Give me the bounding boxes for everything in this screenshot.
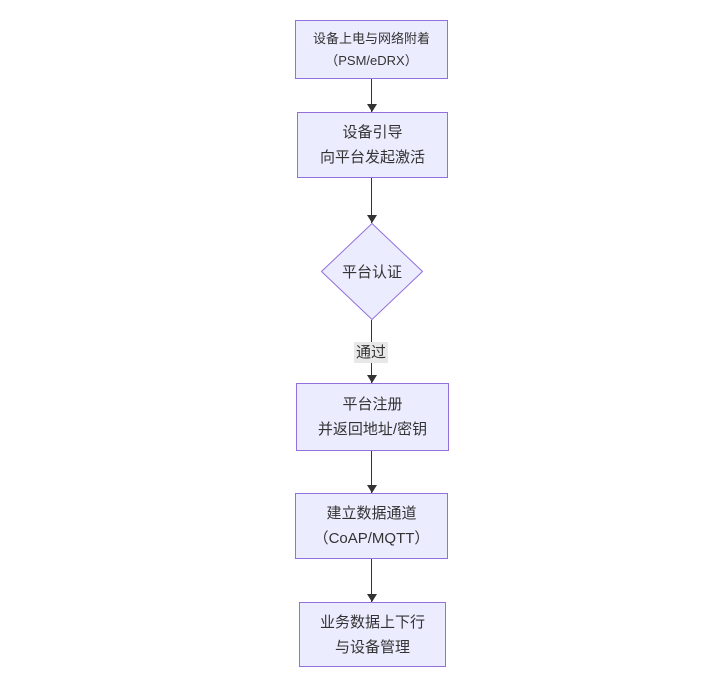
edge-label-pass: 通过 xyxy=(353,342,389,363)
node-platform-register: 平台注册 并返回地址/密钥 xyxy=(296,383,449,451)
flow-arrow-4 xyxy=(366,451,377,493)
arrowhead-icon xyxy=(366,375,377,383)
node-text-line: 建立数据通道 xyxy=(326,505,417,522)
node-text-line: 设备上电与网络附着 xyxy=(312,30,430,46)
node-platform-auth: 平台认证 xyxy=(321,223,423,320)
node-text-line: 平台认证 xyxy=(341,264,402,281)
node-text-line: 设备引导 xyxy=(342,124,403,141)
diamond-shape xyxy=(321,223,423,320)
arrowhead-icon xyxy=(366,594,377,602)
node-text-line: 与设备管理 xyxy=(334,638,410,656)
flow-arrow-1 xyxy=(366,79,377,112)
node-text-line: 平台注册 xyxy=(342,396,403,413)
node-text-line: （CoAP/MQTT） xyxy=(313,530,430,547)
node-business-data: 业务数据上下行 与设备管理 xyxy=(299,602,446,667)
node-data-channel: 建立数据通道 （CoAP/MQTT） xyxy=(295,493,448,559)
flow-arrow-2 xyxy=(366,178,377,223)
arrowhead-icon xyxy=(366,104,377,112)
node-text-line: 业务数据上下行 xyxy=(319,613,425,631)
node-power-attach: 设备上电与网络附着 （PSM/eDRX） xyxy=(295,20,448,79)
flow-arrow-5 xyxy=(366,559,377,602)
node-bootstrap: 设备引导 向平台发起激活 xyxy=(297,112,448,178)
node-text-line: （PSM/eDRX） xyxy=(325,52,418,68)
node-text-line: 并返回地址/密钥 xyxy=(317,421,428,438)
arrowhead-icon xyxy=(366,485,377,493)
node-text-line: 向平台发起激活 xyxy=(319,149,425,166)
arrowhead-icon xyxy=(366,215,377,223)
